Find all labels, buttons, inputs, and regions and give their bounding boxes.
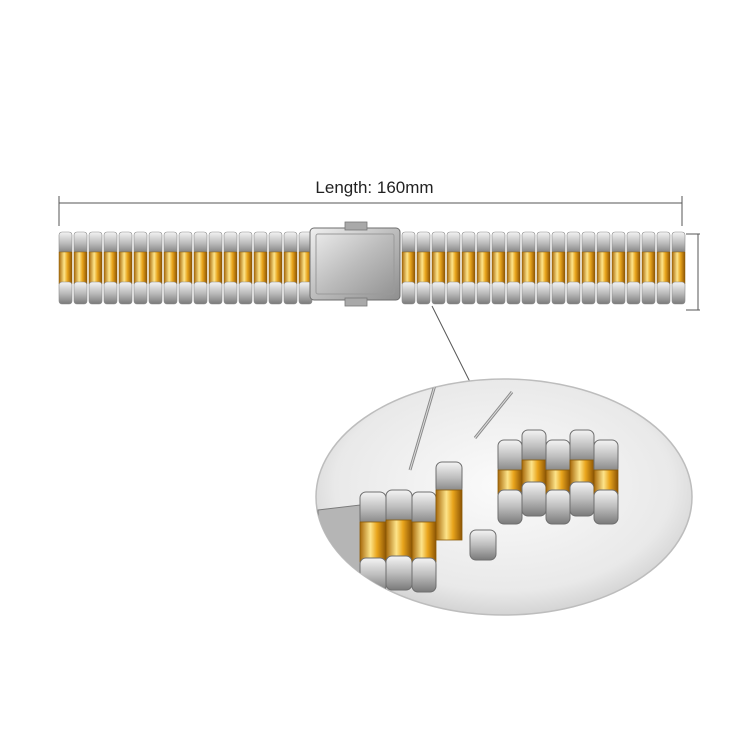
length-dimension [58,196,700,311]
pin-tool [408,384,514,471]
clasp [309,221,401,307]
length-label: Length: 160mm [315,178,434,197]
watch-band [58,221,686,314]
detail-loupe [315,378,693,616]
leader-line [431,305,471,383]
